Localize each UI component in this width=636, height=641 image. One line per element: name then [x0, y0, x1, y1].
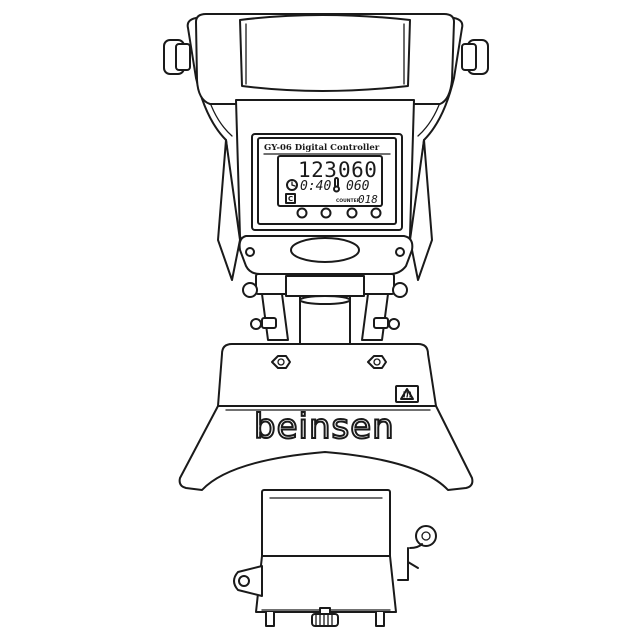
controller-button-2[interactable] — [320, 207, 332, 219]
controller-button-4[interactable] — [370, 207, 382, 219]
counter-value: 018 — [358, 193, 378, 206]
left-axle-pin — [163, 39, 191, 75]
handle-grip[interactable] — [195, 13, 455, 105]
adjustment-lever[interactable] — [397, 525, 437, 581]
clock-icon — [286, 179, 298, 191]
hot-surface-warning-icon — [395, 385, 419, 403]
current-temperature: 060 — [346, 179, 370, 194]
controller-button-3[interactable] — [346, 207, 358, 219]
brand-logo: beinsen — [254, 407, 395, 447]
temperature-setpoint: 123 — [298, 158, 337, 182]
svg-text:C: C — [288, 195, 293, 203]
right-bolt — [367, 355, 387, 369]
central-column — [285, 275, 365, 349]
release-latch[interactable] — [238, 235, 414, 275]
lower-platen — [255, 489, 397, 613]
timer-value: 0:40 — [300, 179, 331, 194]
controller-title: GY-06 Digital Controller — [264, 143, 380, 153]
mode-badge: C — [285, 193, 296, 204]
adjustment-knob[interactable] — [311, 607, 339, 627]
left-bolt — [271, 355, 291, 369]
base-rails — [265, 611, 385, 627]
left-mounting-tab — [233, 565, 263, 597]
controller-button-1[interactable] — [296, 207, 308, 219]
counter-label: COUNTER — [336, 198, 361, 204]
time-setpoint: 060 — [338, 158, 377, 182]
right-axle-pin — [461, 39, 489, 75]
controller-display: GY-06 Digital Controller 123 060 0:40 06… — [257, 137, 397, 225]
controller-buttons — [296, 207, 382, 219]
thermometer-icon — [333, 177, 340, 193]
